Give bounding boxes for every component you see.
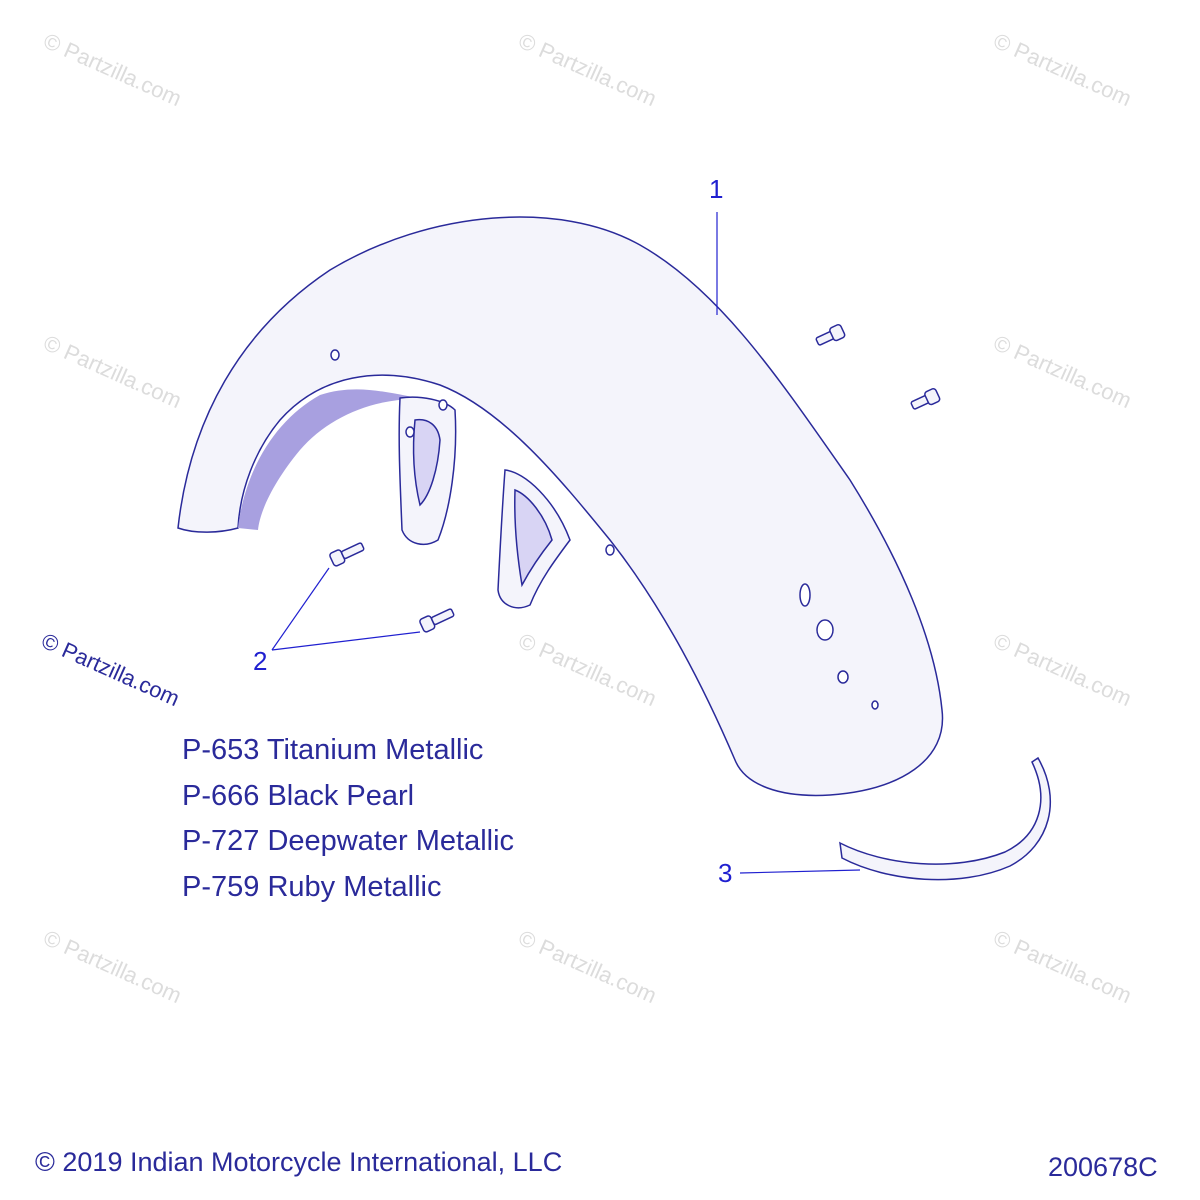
bolt [329,542,365,567]
fender-holes [330,349,879,710]
copyright-notice: © 2019 Indian Motorcycle International, … [35,1147,563,1177]
drawing-number: 200678C [1048,1152,1158,1182]
paint-option: P-653 Titanium Metallic [182,734,484,766]
fender-underside [238,389,430,530]
callout-number-1: 1 [709,174,724,204]
paint-option: P-759 Ruby Metallic [182,870,442,903]
bolt [419,608,455,633]
bolt [815,323,846,346]
front-fender [177,216,944,797]
paint-option: P-666 Black Pearl [182,779,415,812]
strut-right-cutout [514,488,553,588]
fender-trim-strip [839,756,1052,881]
paint-options-list: P-653 Titanium Metallic P-666 Black Pear… [182,728,514,910]
callout-number-3: 3 [718,858,733,888]
leader-lines [271,212,861,874]
bolt [910,387,941,410]
paint-option: P-727 Deepwater Metallic [182,825,515,857]
fender-shell [177,216,944,797]
callout-number-2: 2 [253,646,268,676]
strut-left-cutout [412,418,441,507]
